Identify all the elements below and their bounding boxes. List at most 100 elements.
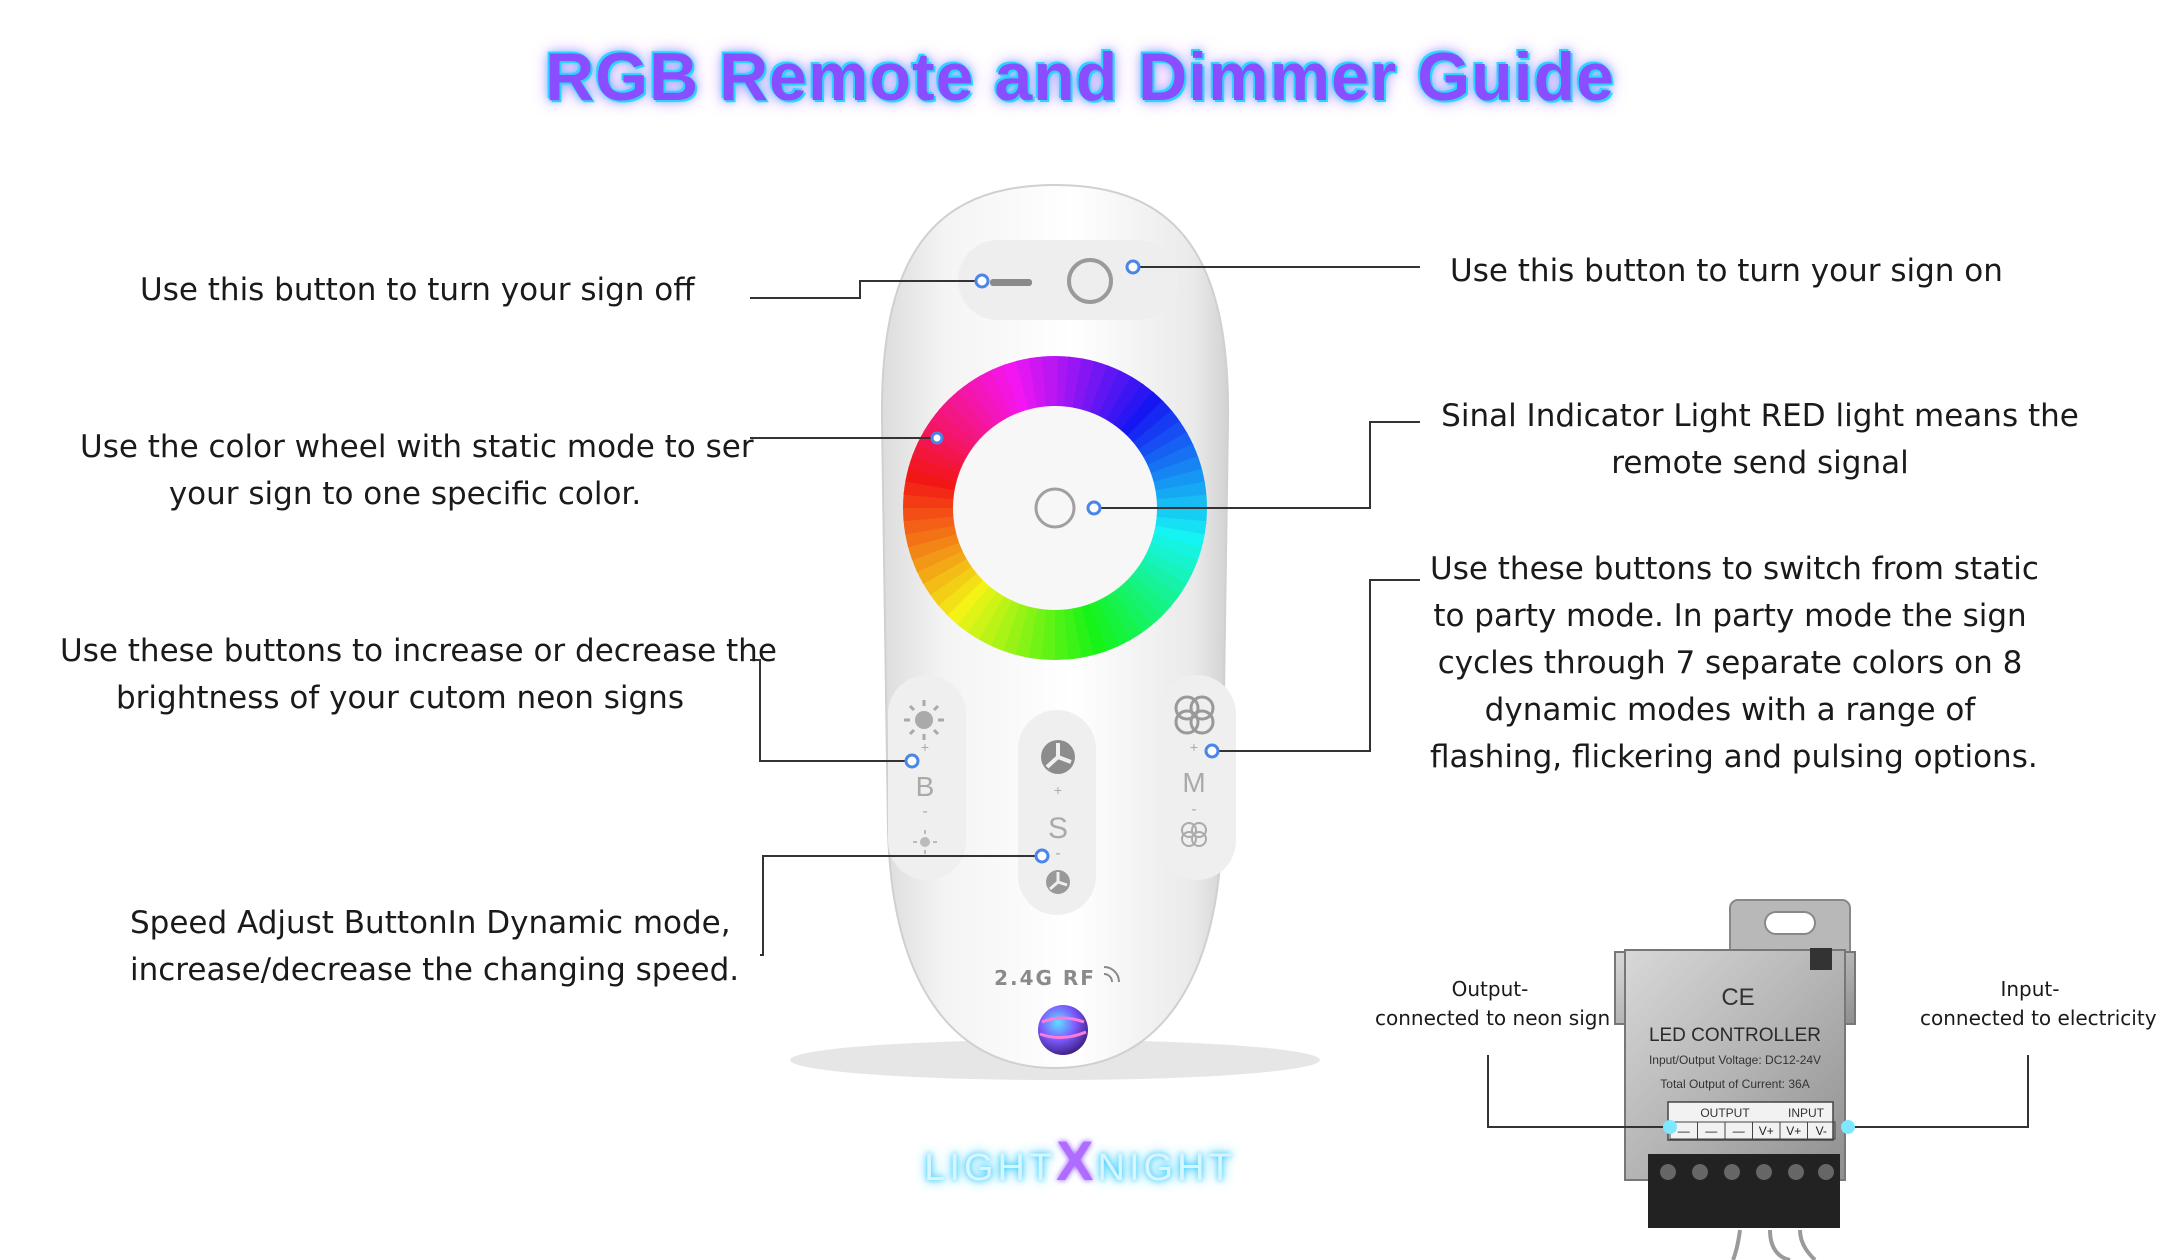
wheel-segment bbox=[1135, 558, 1187, 598]
mode-up-icon[interactable] bbox=[1174, 695, 1215, 735]
annotation-brightness-line-1: Use these buttons to increase or decreas… bbox=[60, 633, 777, 669]
brightness-pill bbox=[888, 675, 966, 880]
logo-right: NIGHT bbox=[1097, 1147, 1236, 1189]
color-wheel[interactable] bbox=[902, 356, 1207, 660]
terminal-label: — bbox=[1733, 1124, 1745, 1138]
speed-pill bbox=[1018, 710, 1096, 915]
annotation-wheel-line-1: Use the color wheel with static mode to … bbox=[80, 429, 754, 465]
controller-title: LED CONTROLLER bbox=[1649, 1025, 1821, 1046]
mode-down-icon[interactable] bbox=[1181, 822, 1207, 847]
anchor-on bbox=[1125, 259, 1141, 275]
mode-label: M bbox=[1182, 767, 1205, 798]
wheel-segment bbox=[1151, 468, 1206, 493]
logo-left: LIGHT bbox=[924, 1147, 1057, 1189]
wheel-segment bbox=[1148, 533, 1202, 563]
annotation-off: Use this button to turn your sign off bbox=[140, 267, 695, 314]
wheel-segment bbox=[1015, 357, 1040, 412]
wheel-segment bbox=[1079, 601, 1107, 656]
annotation-signal: Sinal Indicator Light RED light means th… bbox=[1440, 393, 2080, 487]
controller-output-note: Output- connected to neon sign bbox=[1375, 975, 1611, 1033]
annotation-off-text: Use this button to turn your sign off bbox=[140, 272, 695, 308]
input-note-line-2: connected to electricity bbox=[1920, 1006, 2157, 1030]
wheel-segment bbox=[911, 540, 965, 573]
leader-lines bbox=[750, 266, 2029, 1128]
wheel-segment bbox=[1145, 443, 1199, 476]
speed-label: S bbox=[1048, 812, 1068, 845]
wheel-center bbox=[953, 406, 1157, 610]
wheel-segment bbox=[908, 453, 962, 483]
brand-logo: LIGHTXNIGHT bbox=[905, 1128, 1255, 1193]
annotation-mode-line-2: to party mode. In party mode the sign bbox=[1433, 598, 2027, 634]
annotation-speed-line-2: increase/decrease the changing speed. bbox=[130, 952, 740, 988]
wheel-segment bbox=[922, 556, 974, 596]
wheel-segment bbox=[928, 563, 979, 606]
led-controller bbox=[1614, 899, 1856, 1260]
wheel-segment bbox=[938, 398, 986, 444]
controller-input-note: Input- connected to electricity bbox=[1920, 975, 2157, 1033]
wheel-segment bbox=[1151, 525, 1205, 550]
terminal-panel bbox=[1667, 1101, 1834, 1141]
anchor-input bbox=[1841, 1120, 1855, 1134]
sun-large-icon[interactable] bbox=[904, 700, 944, 740]
wheel-segment bbox=[907, 532, 962, 560]
on-button[interactable] bbox=[1067, 258, 1113, 304]
wheel-segment bbox=[923, 418, 975, 458]
wheel-segment bbox=[1070, 604, 1095, 659]
wheel-segment bbox=[1154, 508, 1207, 524]
wheel-segment bbox=[957, 381, 1000, 432]
wheel-segment bbox=[1039, 607, 1055, 660]
terminal-output-label: OUTPUT bbox=[1700, 1106, 1750, 1120]
terminal-label: V+ bbox=[1759, 1124, 1774, 1138]
ce-mark: CE bbox=[1721, 984, 1754, 1011]
wheel-segment bbox=[1124, 572, 1172, 618]
wheel-segment bbox=[1055, 356, 1071, 409]
annotation-on: Use this button to turn your sign on bbox=[1450, 248, 2003, 295]
sun-small-icon[interactable] bbox=[913, 830, 937, 854]
annotation-wheel: Use the color wheel with static mode to … bbox=[80, 424, 754, 518]
wheel-segment bbox=[1131, 410, 1182, 453]
brand-logo-ball bbox=[1038, 1005, 1088, 1055]
annotation-speed: Speed Adjust ButtonIn Dynamic mode, incr… bbox=[130, 900, 740, 994]
wheel-segment bbox=[947, 389, 993, 438]
wheel-segment bbox=[912, 441, 966, 474]
wheel-segment bbox=[1136, 420, 1188, 460]
wheel-segment bbox=[1112, 383, 1155, 433]
wheel-segment bbox=[965, 588, 1005, 640]
wheel-segment bbox=[1110, 584, 1153, 635]
wheel-segment bbox=[1041, 356, 1058, 409]
wheel-segment bbox=[1089, 365, 1122, 419]
terminal-label: — bbox=[1678, 1124, 1690, 1138]
wheel-segment bbox=[990, 364, 1023, 418]
wheel-segment bbox=[955, 583, 998, 633]
wheel-segment bbox=[1080, 361, 1110, 415]
annotation-mode-line-1: Use these buttons to switch from static bbox=[1430, 551, 2039, 587]
wheel-segment bbox=[1140, 550, 1193, 587]
input-note-line-1: Input- bbox=[2000, 977, 2060, 1001]
annotation-mode-line-3: cycles through 7 separate colors on 8 bbox=[1437, 645, 2023, 681]
wheel-segment bbox=[1105, 376, 1145, 428]
terminal-labels: ———V+V+V- bbox=[1669, 1121, 1836, 1140]
annotation-mode-line-5: flashing, flickering and pulsing options… bbox=[1430, 739, 2038, 775]
anchor-off bbox=[974, 273, 990, 289]
wheel-segment bbox=[1130, 565, 1180, 608]
annotation-signal-line-2: remote send signal bbox=[1611, 445, 1909, 481]
annotation-on-text: Use this button to turn your sign on bbox=[1450, 253, 2003, 289]
off-button[interactable] bbox=[990, 279, 1032, 286]
anchor-brightness bbox=[904, 753, 920, 769]
mode-plus: + bbox=[1190, 739, 1198, 755]
output-note-line-1: Output- bbox=[1451, 977, 1529, 1001]
wheel-segment bbox=[1000, 601, 1030, 655]
brightness-label: B bbox=[916, 771, 935, 802]
signal-indicator-light bbox=[1034, 487, 1076, 529]
speed-down-icon[interactable] bbox=[1046, 870, 1070, 894]
wireless-icon bbox=[1103, 966, 1120, 983]
wheel-segment bbox=[1119, 391, 1165, 439]
annotation-mode-line-4: dynamic modes with a range of bbox=[1484, 692, 1976, 728]
output-note-line-2: connected to neon sign bbox=[1375, 1006, 1611, 1030]
wheel-segment bbox=[1013, 604, 1038, 658]
brightness-plus: + bbox=[921, 739, 929, 755]
anchor-output bbox=[1663, 1120, 1677, 1134]
annotation-mode: Use these buttons to switch from static … bbox=[1430, 546, 2039, 781]
wheel-segment bbox=[1144, 542, 1198, 575]
speed-up-icon[interactable] bbox=[1041, 740, 1075, 774]
